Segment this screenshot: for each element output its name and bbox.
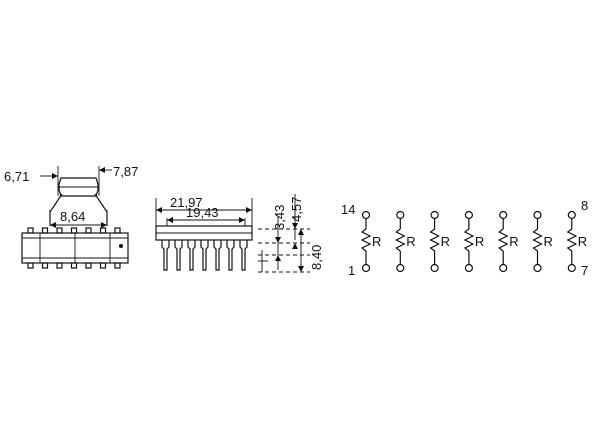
top-view — [21, 227, 129, 269]
arrowhead — [101, 222, 107, 228]
side-view: 21,97 19,43 — [155, 195, 253, 271]
resistor-label: R — [475, 234, 484, 249]
top-view-pin-bottom — [99, 262, 107, 269]
side-view-lead — [161, 240, 170, 271]
resistor-zigzag — [566, 228, 578, 252]
resistor-label: R — [544, 234, 553, 249]
dim-label-8-40: 8,40 — [309, 245, 324, 270]
top-view-pin-top — [85, 227, 92, 234]
top-view-pin-top — [27, 227, 34, 234]
resistor-4: R — [463, 210, 484, 273]
arrowhead — [275, 237, 281, 243]
resistor-top-terminal — [430, 210, 439, 220]
resistor-7: R — [566, 210, 587, 273]
end-view: 6,71 7,87 8,64 — [4, 164, 138, 228]
top-view-pin-top — [56, 227, 63, 234]
resistor-label: R — [406, 234, 415, 249]
top-view-pin-bottom — [114, 262, 121, 269]
arrowhead — [167, 217, 173, 223]
resistor-2: R — [394, 210, 416, 273]
pin-label-7: 7 — [581, 263, 588, 278]
resistor-top-terminal — [567, 210, 576, 220]
dim-label-4-57: 4,57 — [289, 197, 304, 222]
resistor-top-terminal — [533, 210, 542, 220]
resistor-zigzag — [497, 228, 509, 252]
end-view-right-lead — [94, 193, 108, 226]
arrowhead — [275, 255, 281, 261]
arrowhead — [52, 173, 58, 179]
resistor-zigzag — [394, 228, 406, 252]
resistor-bottom-terminal — [464, 263, 473, 273]
arrowhead — [298, 229, 304, 235]
resistor-top-terminal — [499, 210, 508, 220]
side-view-lead — [187, 240, 196, 271]
top-view-pin-bottom — [56, 262, 63, 269]
top-view-pin-top — [99, 227, 107, 234]
resistor-label: R — [372, 234, 381, 249]
dim-label-21-97: 21,97 — [170, 195, 203, 210]
top-view-pin-top — [114, 227, 121, 234]
resistor-zigzag — [463, 228, 475, 252]
resistor-label: R — [441, 234, 450, 249]
side-view-lead — [174, 240, 183, 271]
resistor-zigzag — [360, 228, 372, 252]
resistor-bottom-terminal — [499, 263, 508, 273]
pin-label-14: 14 — [341, 202, 355, 217]
resistor-3: R — [429, 210, 450, 273]
top-view-pin-top — [41, 227, 49, 234]
resistor-bottom-terminal — [430, 263, 439, 273]
pin-label-1: 1 — [348, 263, 355, 278]
arrowhead — [298, 266, 304, 272]
side-view-lead — [239, 240, 248, 271]
pin1-marker-dot — [119, 244, 123, 248]
top-view-pins — [27, 227, 121, 269]
resistor-top-terminal — [361, 210, 371, 220]
side-view-leads — [161, 240, 248, 271]
arrowhead — [50, 222, 56, 228]
resistor-label: R — [578, 234, 587, 249]
dim-label-19-43: 19,43 — [186, 205, 219, 220]
arrowhead — [156, 207, 162, 213]
resistor-schematic: R R R R R R R 14 1 8 7 — [341, 198, 588, 278]
resistor-top-terminal — [464, 210, 473, 220]
dim-label-6-71: 6,71 — [4, 169, 29, 184]
side-view-lead — [200, 240, 209, 271]
height-dimensions: 3,43 4,57 8,40 — [258, 194, 324, 273]
arrowhead — [99, 167, 105, 173]
arrowhead — [292, 243, 298, 249]
resistor-bottom-terminal — [361, 263, 371, 273]
resistor-zigzag — [532, 228, 543, 252]
resistor-top-terminal — [396, 210, 405, 220]
resistor-zigzag — [429, 228, 440, 252]
arrowhead — [246, 207, 252, 213]
side-view-lead — [213, 240, 222, 271]
resistor-bottom-terminal — [533, 263, 542, 273]
resistor-bottom-terminal — [567, 263, 576, 273]
top-view-pin-bottom — [41, 262, 49, 269]
dim-label-8-64: 8,64 — [60, 209, 85, 224]
top-view-pin-bottom — [85, 262, 92, 269]
top-view-pin-top — [70, 227, 78, 234]
resistor-1: R — [360, 210, 381, 273]
resistor-5: R — [497, 210, 519, 273]
arrowhead — [292, 223, 298, 229]
resistor-label: R — [509, 234, 518, 249]
dim-label-3-43: 3,43 — [272, 205, 287, 230]
pin-label-8: 8 — [581, 198, 588, 213]
dim-label-7-87: 7,87 — [113, 164, 138, 179]
resistor-6: R — [532, 210, 553, 273]
top-view-pin-bottom — [70, 262, 78, 269]
resistor-bottom-terminal — [396, 263, 405, 273]
top-view-pin-bottom — [27, 262, 34, 269]
side-view-lead — [226, 240, 235, 271]
arrowhead — [239, 217, 245, 223]
